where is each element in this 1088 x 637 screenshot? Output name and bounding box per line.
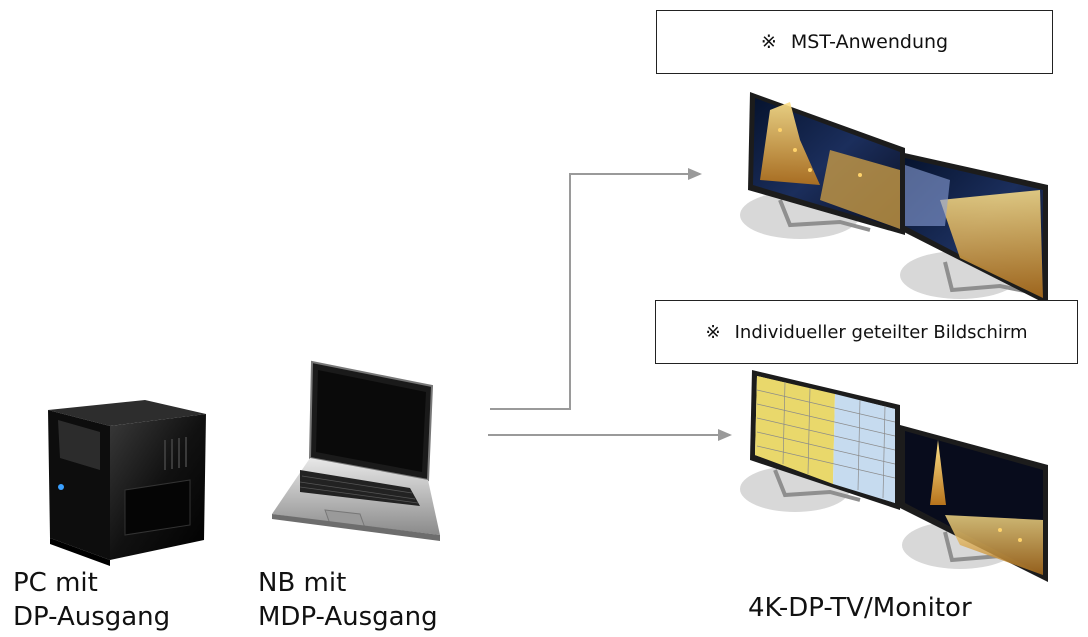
monitor-icon xyxy=(740,92,905,239)
split-screen-label-box: ※ Individueller geteilter Bildschirm xyxy=(655,300,1078,364)
pc-caption-line1: PC mit xyxy=(13,568,98,598)
laptop-icon xyxy=(272,360,440,541)
mst-label-box: ※ MST-Anwendung xyxy=(656,10,1053,74)
monitor-caption: 4K-DP-TV/Monitor xyxy=(748,593,972,623)
notebook-caption-line1: NB mit xyxy=(258,568,347,598)
mst-label: MST-Anwendung xyxy=(790,31,949,53)
monitor-icon xyxy=(900,425,1048,582)
reference-mark: ※ xyxy=(705,321,721,343)
notebook-caption: NB mit MDP-Ausgang xyxy=(258,566,438,634)
pc-caption-line2: DP-Ausgang xyxy=(13,602,171,632)
split-screen-label: Individueller geteilter Bildschirm xyxy=(734,321,1028,343)
pc-tower-icon xyxy=(48,400,206,566)
monitor-icon xyxy=(740,370,900,512)
reference-mark: ※ xyxy=(760,31,777,53)
notebook-caption-line2: MDP-Ausgang xyxy=(258,602,438,632)
pc-caption: PC mit DP-Ausgang xyxy=(13,566,170,634)
arrow-to-mst xyxy=(490,168,702,410)
monitor-icon xyxy=(900,152,1048,305)
